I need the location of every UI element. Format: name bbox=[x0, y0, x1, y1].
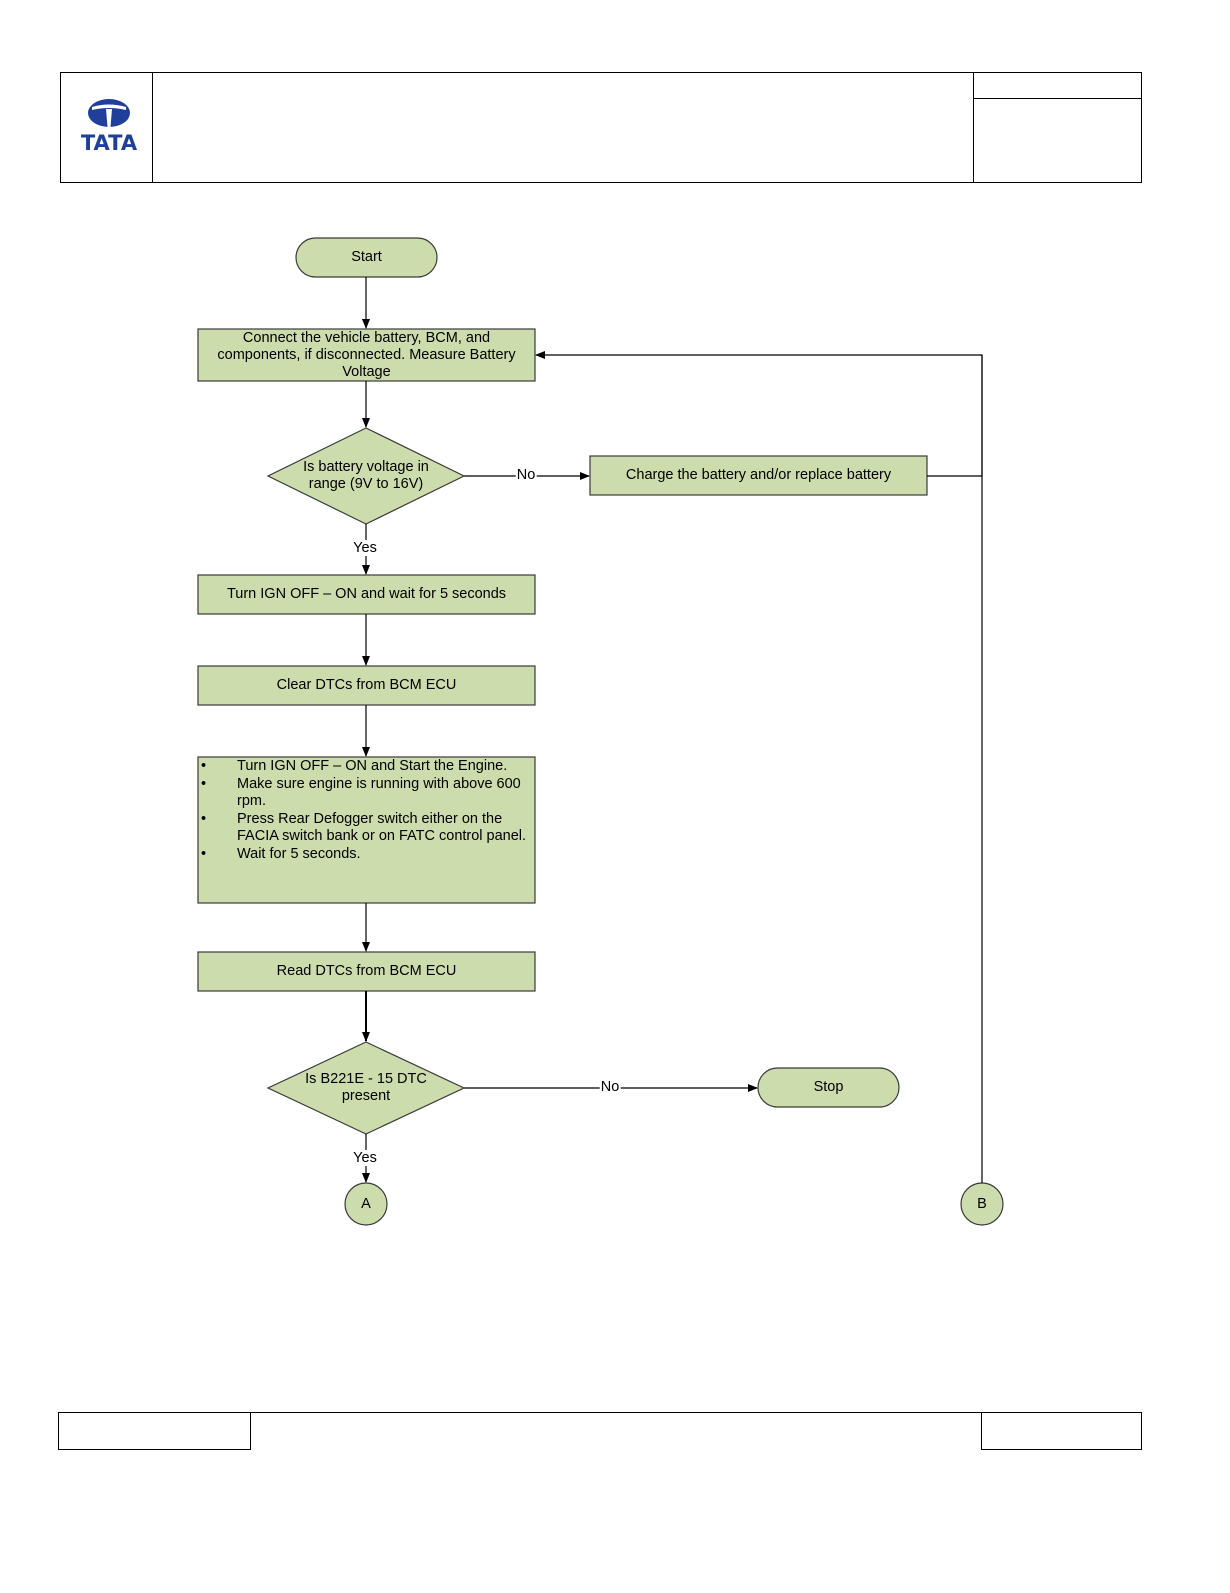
stop-label: Stop bbox=[813, 1079, 844, 1095]
logo-wordmark: TATA bbox=[80, 131, 138, 155]
engine-step-item: Make sure engine is running with above 6… bbox=[201, 776, 533, 811]
read-dtc-label: Read DTCs from BCM ECU bbox=[276, 963, 457, 979]
footer-left-cell bbox=[58, 1412, 251, 1450]
footer-top-line bbox=[250, 1412, 982, 1413]
charge-battery-label: Charge the battery and/or replace batter… bbox=[625, 467, 892, 483]
footer-right-cell bbox=[981, 1412, 1142, 1450]
engine-step-item: Turn IGN OFF – ON and Start the Engine. bbox=[201, 758, 533, 776]
read-dtc-box-shape bbox=[197, 951, 536, 992]
clear-dtc-box-shape bbox=[197, 665, 536, 706]
header-right-bottom-cell bbox=[973, 98, 1142, 183]
connector-a-label: A bbox=[361, 1195, 371, 1212]
edge-label-no-dtc: No bbox=[599, 1079, 621, 1095]
engine-step-item: Press Rear Defogger switch either on the… bbox=[201, 811, 533, 846]
turn-ign-box-shape bbox=[197, 574, 536, 615]
edge-label-yes-dtc: Yes bbox=[352, 1150, 378, 1166]
decision-battery-label: Is battery voltage in range (9V to 16V) bbox=[303, 459, 429, 492]
turn-ign-label: Turn IGN OFF – ON and wait for 5 seconds bbox=[226, 586, 507, 602]
connector-b-label: B bbox=[977, 1195, 987, 1212]
engine-step-item: Wait for 5 seconds. bbox=[201, 846, 533, 864]
decision-dtc-label: Is B221E - 15 DTC present bbox=[305, 1071, 427, 1104]
tata-logo-icon bbox=[88, 99, 130, 127]
clear-dtc-label: Clear DTCs from BCM ECU bbox=[276, 677, 457, 693]
edge-label-yes-battery: Yes bbox=[352, 540, 378, 556]
connector-a-shape bbox=[344, 1182, 388, 1226]
stop-terminator-shape bbox=[757, 1067, 900, 1108]
charge-battery-box-shape bbox=[589, 455, 928, 496]
edge-label-no-battery: No bbox=[515, 467, 537, 483]
connect-battery-label: Connect the vehicle battery, BCM, and co… bbox=[217, 329, 516, 380]
start-label: Start bbox=[351, 249, 382, 265]
engine-steps-list: Turn IGN OFF – ON and Start the Engine. … bbox=[201, 758, 533, 863]
